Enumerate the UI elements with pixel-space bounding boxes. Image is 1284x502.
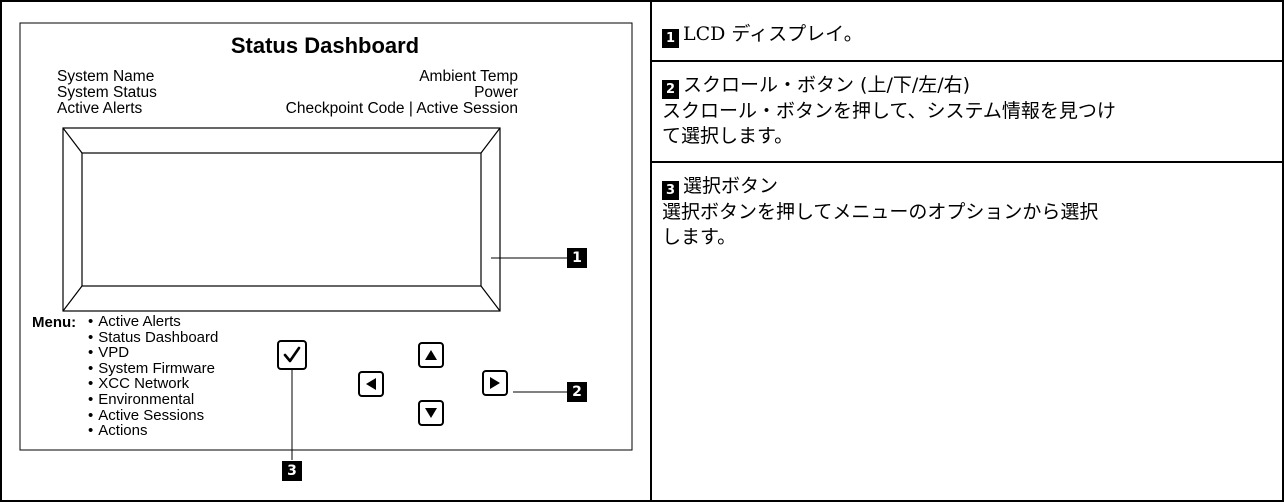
panel-title: Status Dashboard bbox=[230, 33, 420, 58]
arrow-up-icon bbox=[425, 350, 437, 360]
description-3-heading: 選択ボタン bbox=[683, 175, 779, 197]
description-1-text: LCD ディスプレイ。 bbox=[683, 23, 863, 45]
callout-3: 3 bbox=[282, 461, 302, 481]
menu-item: XCC Network bbox=[88, 376, 218, 392]
menu-item: VPD bbox=[88, 345, 218, 361]
menu-item: Status Dashboard bbox=[88, 329, 218, 346]
callout-2: 2 bbox=[567, 382, 587, 402]
label-power: Power bbox=[474, 84, 518, 101]
callout-1: 1 bbox=[567, 248, 587, 268]
description-3-line: 選択ボタンを押してメニューのオプションから選択 bbox=[662, 201, 1099, 223]
description-2-line: て選択します。 bbox=[662, 125, 794, 147]
scroll-down-button[interactable] bbox=[418, 400, 444, 426]
description-3-line: します。 bbox=[662, 226, 737, 248]
menu-label: Menu: bbox=[32, 314, 77, 331]
scroll-right-button[interactable] bbox=[482, 370, 508, 396]
arrow-down-icon bbox=[425, 408, 437, 418]
arrow-left-icon bbox=[366, 378, 376, 390]
check-icon bbox=[283, 346, 301, 363]
menu-item: Actions bbox=[88, 423, 218, 439]
label-system-name: System Name bbox=[57, 68, 155, 85]
description-2-line: スクロール・ボタンを押して、システム情報を見つけ bbox=[662, 100, 1116, 122]
scroll-up-button[interactable] bbox=[418, 342, 444, 368]
description-2-heading: スクロール・ボタン (上/下/左/右) bbox=[683, 74, 971, 96]
description-1-number: 1 bbox=[662, 29, 679, 48]
label-ambient-temp: Ambient Temp bbox=[419, 68, 518, 85]
description-2-number: 2 bbox=[662, 80, 679, 99]
menu-item: Active Alerts bbox=[88, 314, 218, 330]
menu-list: Active Alerts Status Dashboard VPD Syste… bbox=[88, 314, 218, 439]
select-button[interactable] bbox=[277, 340, 307, 370]
control-panel-box bbox=[19, 22, 633, 451]
label-checkpoint-session: Checkpoint Code | Active Session bbox=[285, 100, 518, 117]
label-active-alerts: Active Alerts bbox=[57, 100, 143, 117]
menu-item: Environmental bbox=[88, 392, 218, 408]
arrow-right-icon bbox=[490, 377, 500, 389]
lcd-display bbox=[62, 127, 501, 312]
label-system-status: System Status bbox=[57, 84, 157, 101]
menu-item: Active Sessions bbox=[88, 407, 218, 424]
description-3-number: 3 bbox=[662, 181, 679, 200]
menu-item: System Firmware bbox=[88, 361, 218, 377]
scroll-left-button[interactable] bbox=[358, 371, 384, 397]
